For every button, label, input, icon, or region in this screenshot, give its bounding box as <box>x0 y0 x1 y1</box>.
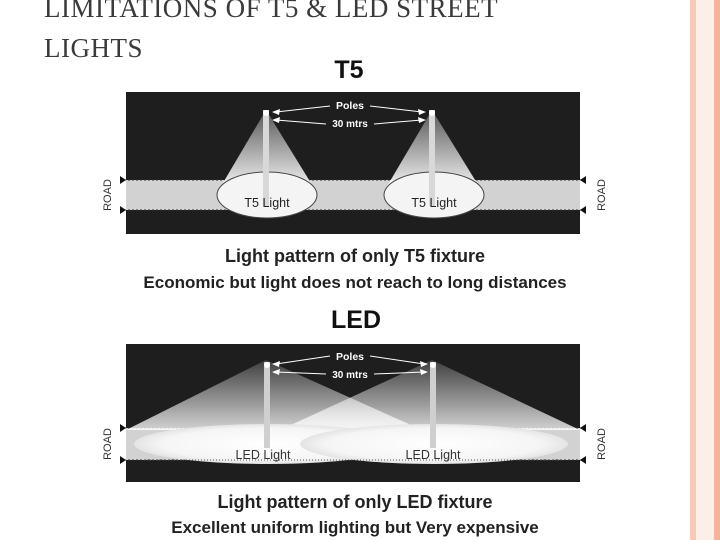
road-arrow-left-top <box>120 424 126 432</box>
led-caption: Light pattern of only LED fixture <box>217 492 493 512</box>
road-label-left: ROAD <box>102 428 114 460</box>
lamp-left <box>264 362 270 368</box>
spacing-arrow-left <box>275 119 327 125</box>
arrowhead <box>272 361 280 367</box>
led-caption-note: Excellent uniform lighting but Very expe… <box>171 518 539 537</box>
road <box>126 180 580 210</box>
pole-right <box>429 110 435 206</box>
slide-title-line-1: LIMITATIONS OF T5 & LED STREET <box>44 0 499 23</box>
road-arrow-left-bottom <box>120 206 126 214</box>
light-label-left: LED Light <box>236 448 291 462</box>
arrowhead <box>418 117 426 123</box>
road-arrow-right-bottom <box>580 206 586 214</box>
arrowhead <box>418 109 426 115</box>
spacing-label: 30 mtrs <box>332 370 368 381</box>
road-label-right: ROAD <box>596 179 608 211</box>
road-arrow-left-top <box>120 176 126 184</box>
road-arrow-left-bottom <box>120 456 126 464</box>
spacing-arrow-right <box>373 119 423 125</box>
slide-title: LIMITATIONS OF T5 & LED STREET LIGHTS <box>44 0 664 68</box>
t5-heading: T5 <box>334 56 364 84</box>
poles-label: Poles <box>336 351 364 363</box>
arrowhead <box>272 117 280 123</box>
arrowhead <box>272 109 280 115</box>
poles-arrow-left <box>275 355 331 365</box>
spacing-label: 30 mtrs <box>332 119 368 130</box>
night-sky-background <box>126 92 580 234</box>
road-arrow-right-top <box>580 176 586 184</box>
poles-arrow-right <box>369 355 425 365</box>
road-label-left: ROAD <box>102 179 114 211</box>
pole-right <box>430 362 436 448</box>
road-label-right: ROAD <box>596 428 608 460</box>
t5-caption: Light pattern of only T5 fixture <box>225 246 485 266</box>
spacing-arrow-left <box>275 371 327 375</box>
poles-arrow-left <box>275 105 331 113</box>
border-stripe-inner <box>714 0 720 540</box>
poles-arrow-right <box>369 105 423 113</box>
arrowhead <box>272 369 280 375</box>
lamp-left <box>263 110 269 116</box>
t5-caption-note: Economic but light does not reach to lon… <box>143 273 567 292</box>
led-heading: LED <box>331 306 381 334</box>
t5-light-pattern-diagram: Poles 30 mtrs T5 Light T5 Light ROAD ROA… <box>102 92 608 234</box>
pole-left <box>263 110 269 206</box>
slide-title-line-2: LIGHTS <box>44 33 143 63</box>
light-label-right: LED Light <box>406 448 461 462</box>
pole-left <box>264 362 270 448</box>
slide-border <box>690 0 720 540</box>
lamp-right <box>429 110 435 116</box>
road-arrow-right-top <box>580 424 586 432</box>
road-arrow-right-bottom <box>580 456 586 464</box>
arrowhead <box>420 369 428 375</box>
border-stripe-middle <box>696 0 714 540</box>
arrowhead <box>420 361 428 367</box>
border-stripe-outer <box>690 0 696 540</box>
light-label-left: T5 Light <box>244 196 290 210</box>
poles-label: Poles <box>336 100 364 112</box>
spacing-arrow-right <box>373 371 425 375</box>
light-label-right: T5 Light <box>411 196 457 210</box>
led-light-pattern-diagram: Poles 30 mtrs LED Light LED Light ROAD R… <box>102 344 608 482</box>
lamp-right <box>430 362 436 368</box>
